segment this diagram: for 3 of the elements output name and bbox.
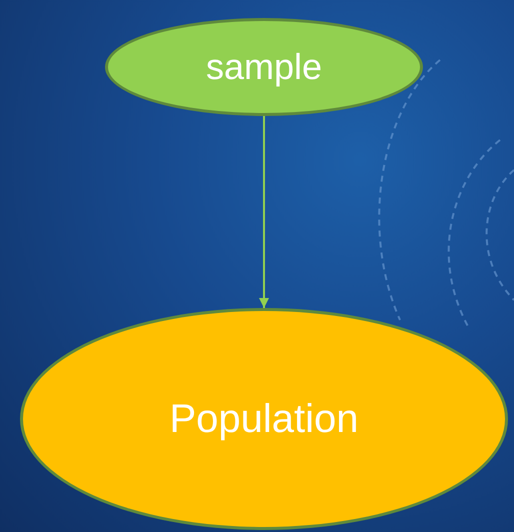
node-label: Population <box>169 396 359 442</box>
arrow <box>259 116 269 308</box>
node-label: sample <box>206 46 322 88</box>
